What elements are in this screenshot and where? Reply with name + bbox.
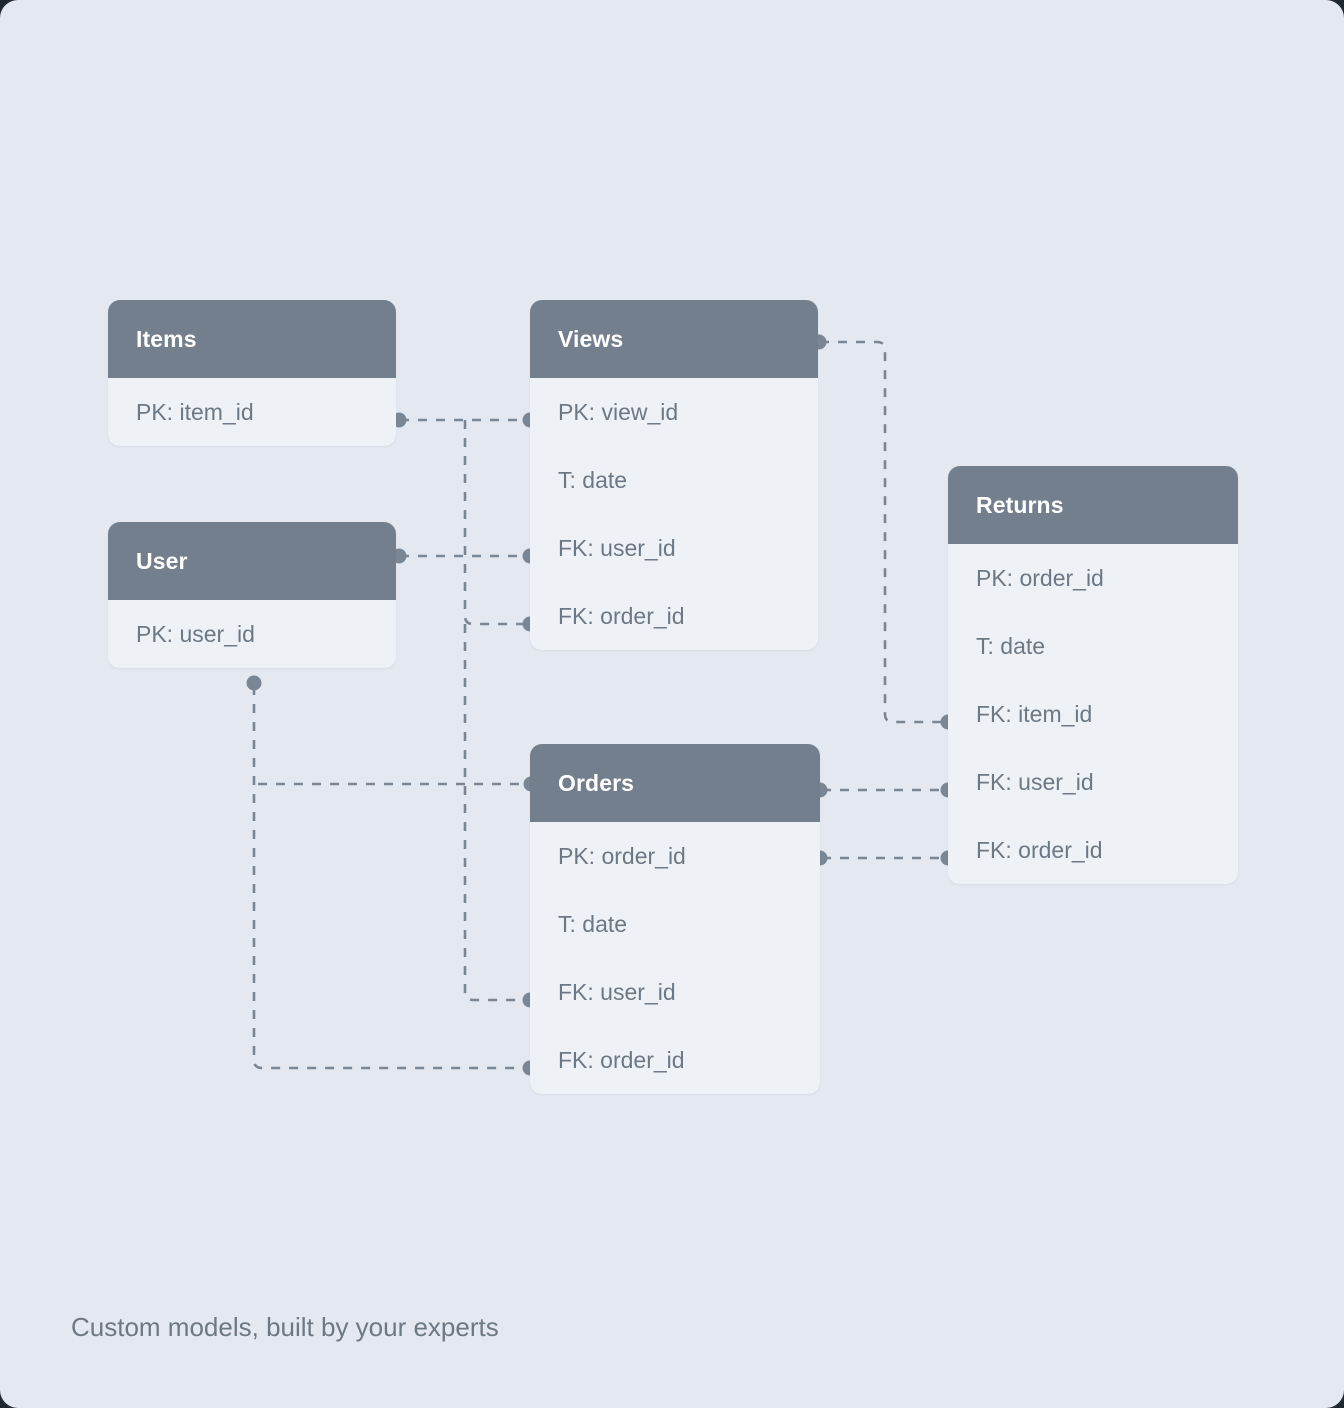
field-row[interactable]: FK: item_id xyxy=(976,680,1210,748)
field-label-views-order-id: FK: order_id xyxy=(558,602,685,629)
field-row[interactable]: PK: view_id xyxy=(558,378,790,446)
relationship-trunk-items-vertical xyxy=(463,420,528,626)
entity-card-returns[interactable]: Returns PK: order_id T: date FK: item_id… xyxy=(948,466,1238,884)
field-row[interactable]: T: date xyxy=(976,612,1210,680)
entity-title-user: User xyxy=(136,547,188,574)
field-label-items-item-id: PK: item_id xyxy=(136,398,254,425)
relationship-views-to-returns-fk-item xyxy=(820,340,946,724)
field-row[interactable]: T: date xyxy=(558,446,790,514)
relationship-trunk-items-to-orders-user xyxy=(463,624,528,1002)
entity-header-views: Views xyxy=(530,300,818,378)
field-row[interactable]: T: date xyxy=(558,890,792,958)
entity-body-items: PK: item_id xyxy=(108,378,396,446)
field-label-orders-user-id: FK: user_id xyxy=(558,978,676,1005)
field-row[interactable]: PK: order_id xyxy=(976,544,1210,612)
anchor-dot-user-pk-bottom xyxy=(246,675,262,691)
field-label-returns-order-id-pk: PK: order_id xyxy=(976,564,1104,591)
entity-title-items: Items xyxy=(136,325,197,352)
relationship-user-pk-to-orders-fk-order xyxy=(252,686,528,1070)
field-row[interactable]: PK: item_id xyxy=(136,378,368,446)
field-label-returns-date: T: date xyxy=(976,632,1046,659)
field-label-orders-date: T: date xyxy=(558,910,628,937)
field-label-returns-order-id-fk: FK: order_id xyxy=(976,836,1103,863)
diagram-caption: Custom models, built by your experts xyxy=(71,1312,499,1342)
entity-title-returns: Returns xyxy=(976,491,1064,518)
field-label-orders-order-id-pk: PK: order_id xyxy=(558,842,686,869)
field-row[interactable]: FK: order_id xyxy=(976,816,1210,884)
entity-title-orders: Orders xyxy=(558,769,635,796)
entity-body-views: PK: view_id T: date FK: user_id FK: orde… xyxy=(530,378,818,650)
entity-body-user: PK: user_id xyxy=(108,600,396,668)
field-row[interactable]: FK: order_id xyxy=(558,1026,792,1094)
entity-header-user: User xyxy=(108,522,396,600)
field-label-views-date: T: date xyxy=(558,466,628,493)
field-row[interactable]: PK: user_id xyxy=(136,600,368,668)
field-row[interactable]: FK: user_id xyxy=(976,748,1210,816)
field-label-views-user-id: FK: user_id xyxy=(558,534,676,561)
entity-header-returns: Returns xyxy=(948,466,1238,544)
field-row[interactable]: FK: order_id xyxy=(558,582,790,650)
field-label-returns-user-id: FK: user_id xyxy=(976,768,1094,795)
entity-title-views: Views xyxy=(558,325,624,352)
field-row[interactable]: PK: order_id xyxy=(558,822,792,890)
field-label-orders-order-id-fk: FK: order_id xyxy=(558,1046,685,1073)
entity-card-user[interactable]: User PK: user_id xyxy=(108,522,396,668)
entity-card-orders[interactable]: Orders PK: order_id T: date FK: user_id … xyxy=(530,744,820,1094)
entity-card-views[interactable]: Views PK: view_id T: date FK: user_id FK… xyxy=(530,300,818,650)
entity-header-orders: Orders xyxy=(530,744,820,822)
entity-card-items[interactable]: Items PK: item_id xyxy=(108,300,396,446)
entity-header-items: Items xyxy=(108,300,396,378)
field-label-views-view-id: PK: view_id xyxy=(558,398,679,425)
field-label-returns-item-id: FK: item_id xyxy=(976,700,1093,727)
field-label-user-user-id: PK: user_id xyxy=(136,620,255,647)
entity-body-returns: PK: order_id T: date FK: item_id FK: use… xyxy=(948,544,1238,884)
entity-body-orders: PK: order_id T: date FK: user_id FK: ord… xyxy=(530,822,820,1094)
field-row[interactable]: FK: user_id xyxy=(558,958,792,1026)
field-row[interactable]: FK: user_id xyxy=(558,514,790,582)
